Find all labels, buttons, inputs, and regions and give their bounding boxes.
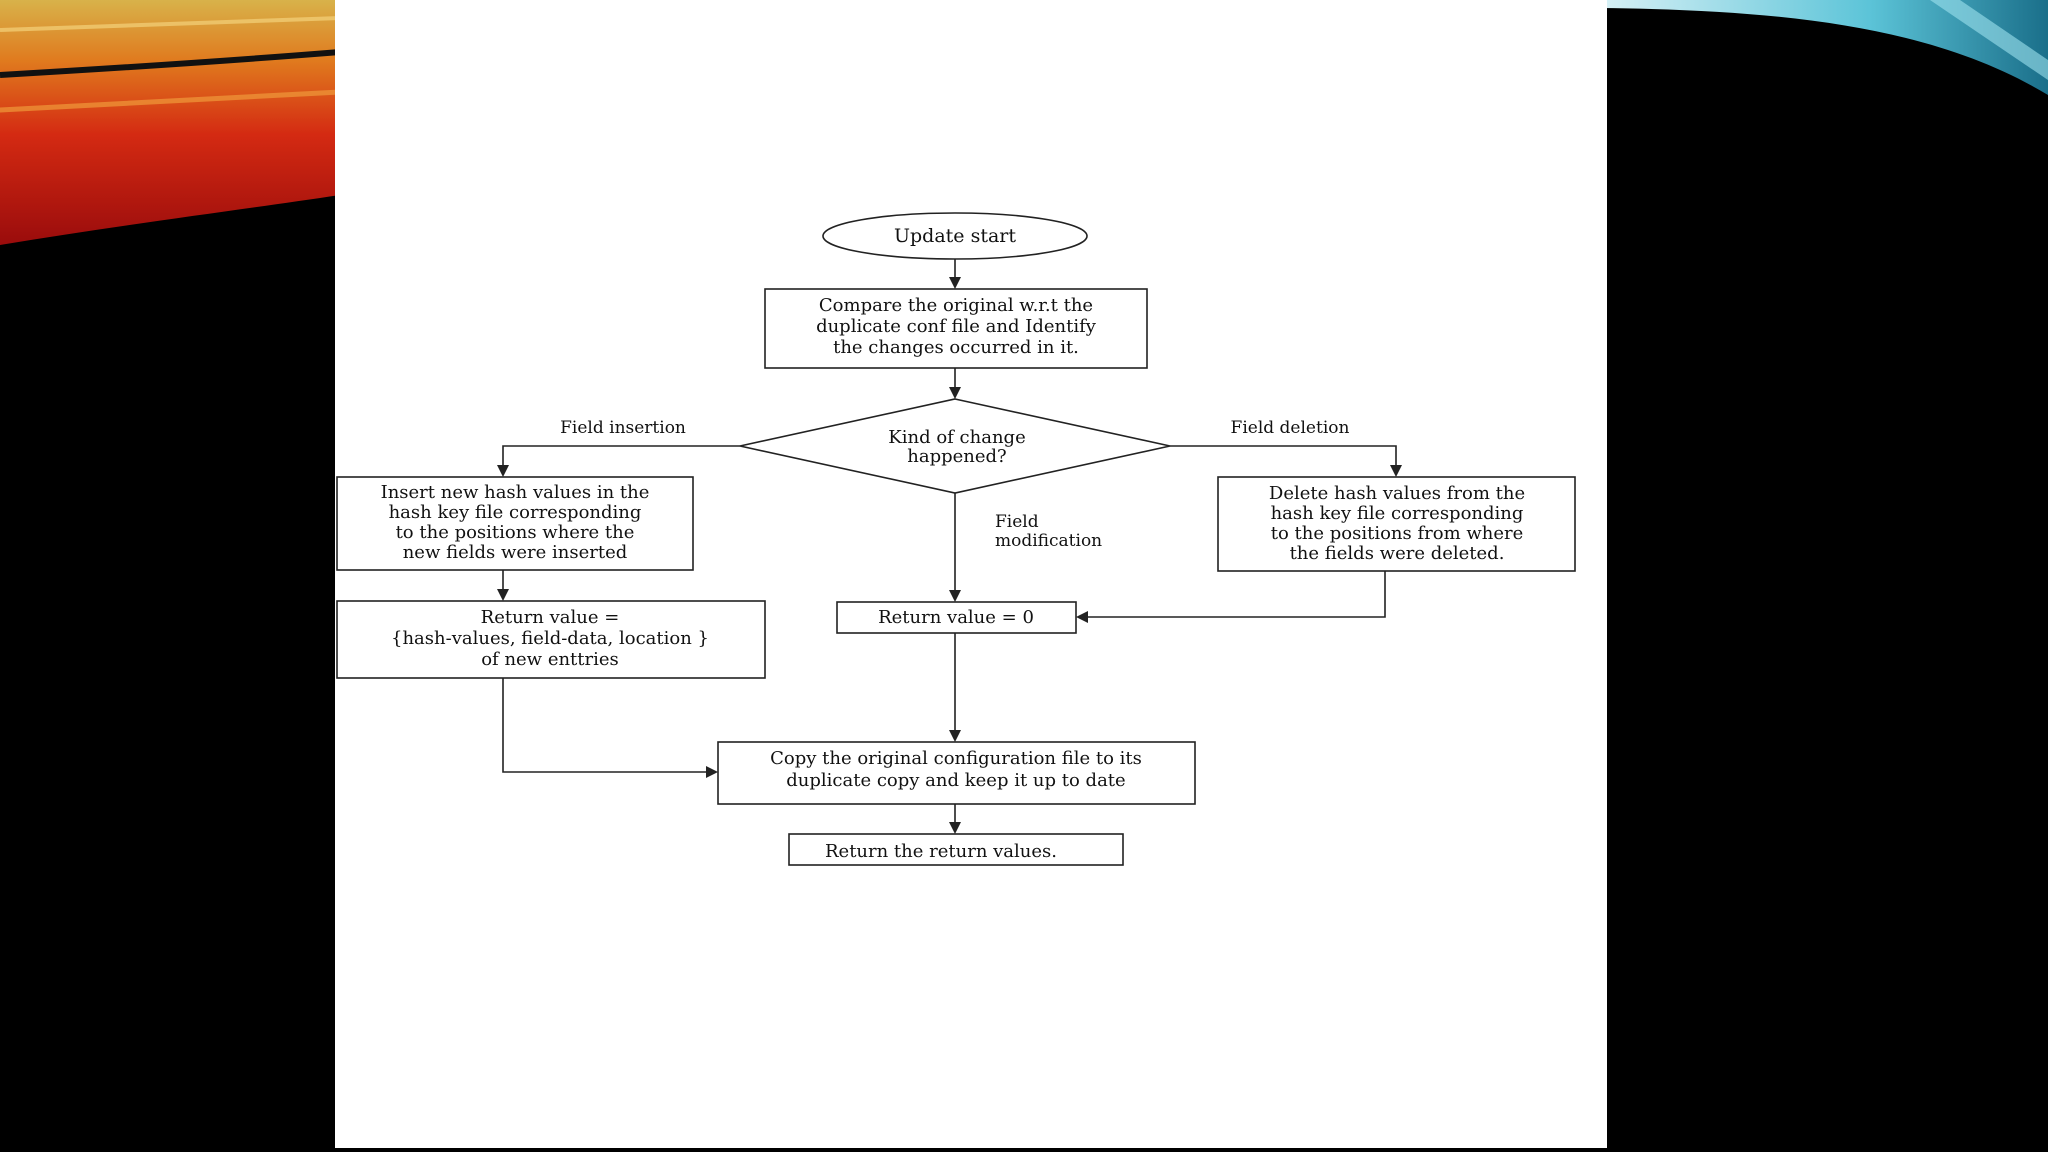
arrow-decision-insert	[497, 445, 740, 477]
insert-line-2: hash key file corresponding	[389, 502, 642, 523]
edge-label-modification-2: modification	[995, 531, 1102, 551]
compare-line-3: the changes occurred in it.	[833, 337, 1079, 358]
start-node: Update start	[822, 212, 1088, 260]
decorative-swoosh-right	[1600, 0, 2048, 95]
return-insert-line-1: Return value =	[481, 607, 620, 628]
insert-node: Insert new hash values in the hash key f…	[336, 476, 694, 571]
return-insert-node: Return value = {hash-values, field-data,…	[336, 600, 766, 679]
delete-line-1: Delete hash values from the	[1269, 483, 1525, 504]
return-zero-node: Return value = 0	[836, 601, 1077, 634]
delete-node: Delete hash values from the hash key fil…	[1217, 476, 1576, 572]
return-final-label: Return the return values.	[825, 841, 1057, 862]
decision-node: Kind of change happened?	[739, 398, 1171, 494]
delete-line-2: hash key file corresponding	[1271, 503, 1524, 524]
return-insert-line-2: {hash-values, field-data, location }	[391, 628, 709, 649]
return-zero-label: Return value = 0	[878, 607, 1034, 628]
compare-node: Compare the original w.r.t the duplicate…	[764, 288, 1148, 369]
flowchart: Update start Compare the original w.r.t …	[336, 212, 1576, 866]
edge-label-modification-1: Field	[995, 512, 1039, 532]
arrow-decision-delete	[1170, 445, 1402, 477]
arrow-return-insert-copy	[502, 678, 718, 778]
compare-line-2: duplicate conf file and Identify	[816, 316, 1097, 337]
insert-line-3: to the positions where the	[396, 522, 635, 543]
edge-label-deletion: Field deletion	[1231, 418, 1350, 438]
copy-line-2: duplicate copy and keep it up to date	[786, 770, 1125, 791]
arrow-delete-return-zero	[1076, 571, 1386, 623]
copy-line-1: Copy the original configuration file to …	[770, 748, 1142, 769]
delete-line-4: the fields were deleted.	[1290, 543, 1505, 564]
compare-line-1: Compare the original w.r.t the	[819, 295, 1093, 316]
edge-label-insertion: Field insertion	[560, 418, 686, 438]
insert-line-1: Insert new hash values in the	[381, 482, 650, 503]
decision-line-2: happened?	[907, 446, 1006, 467]
return-insert-line-3: of new enttries	[481, 649, 619, 670]
decision-line-1: Kind of change	[888, 427, 1025, 448]
decorative-swoosh-left	[0, 0, 340, 245]
copy-node: Copy the original configuration file to …	[717, 741, 1196, 805]
return-final-node: Return the return values.	[788, 833, 1124, 866]
delete-line-3: to the positions from where	[1271, 523, 1524, 544]
insert-line-4: new fields were inserted	[403, 542, 628, 563]
diagram-canvas: Update start Compare the original w.r.t …	[335, 0, 1607, 1148]
start-label: Update start	[894, 225, 1016, 247]
